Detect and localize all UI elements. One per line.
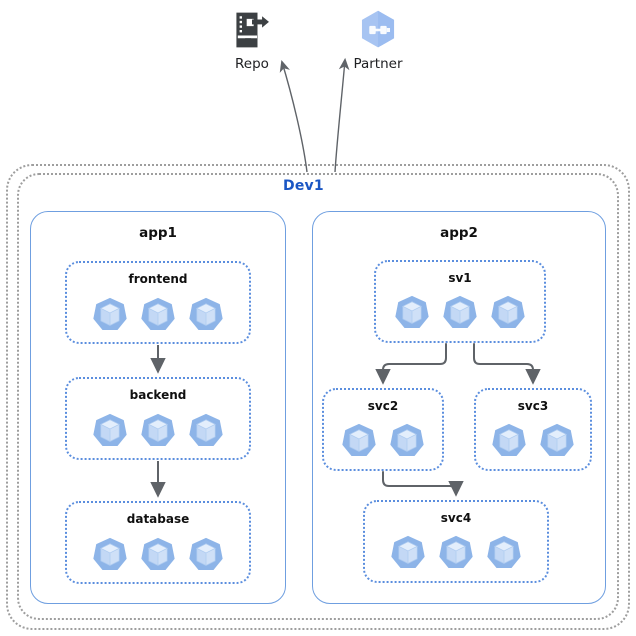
pod-icon[interactable] (489, 421, 529, 461)
service-box-svc2[interactable]: svc2 (322, 388, 444, 471)
pod-icon[interactable] (440, 293, 480, 333)
pod-row-frontend (67, 295, 249, 335)
pod-icon[interactable] (138, 295, 178, 335)
service-title-svc3: svc3 (517, 399, 549, 413)
service-title-sv1: sv1 (448, 271, 472, 285)
app-title-app1: app1 (139, 225, 177, 241)
service-title-svc2: svc2 (367, 399, 399, 413)
pod-row-sv1 (376, 293, 544, 333)
pod-icon[interactable] (392, 293, 432, 333)
service-title-frontend: frontend (128, 272, 188, 286)
pod-row-database (67, 535, 249, 575)
pod-icon[interactable] (90, 535, 130, 575)
pod-icon[interactable] (138, 411, 178, 451)
pod-icon[interactable] (138, 535, 178, 575)
pod-icon[interactable] (436, 533, 476, 573)
pod-icon[interactable] (537, 421, 577, 461)
cluster-dev1-inner-border (17, 173, 619, 620)
service-box-svc4[interactable]: svc4 (363, 500, 549, 583)
service-box-sv1[interactable]: sv1 (374, 260, 546, 343)
pod-icon[interactable] (186, 411, 226, 451)
service-box-svc3[interactable]: svc3 (474, 388, 592, 471)
external-node-repo-label: Repo (235, 56, 269, 72)
app-title-app2: app2 (440, 225, 478, 241)
pod-icon[interactable] (90, 411, 130, 451)
service-title-svc4: svc4 (440, 511, 472, 525)
service-box-database[interactable]: database (65, 501, 251, 584)
cluster-dev1-title: Dev1 (283, 178, 324, 194)
service-box-backend[interactable]: backend (65, 377, 251, 460)
partner-hexagon-icon (361, 10, 395, 48)
external-node-partner[interactable]: Partner (333, 8, 423, 72)
pod-icon[interactable] (186, 535, 226, 575)
pod-icon[interactable] (388, 533, 428, 573)
pod-icon[interactable] (339, 421, 379, 461)
pod-row-svc2 (324, 421, 442, 461)
pod-icon[interactable] (387, 421, 427, 461)
service-title-database: database (126, 512, 190, 526)
external-node-partner-label: Partner (353, 56, 403, 72)
pod-icon[interactable] (90, 295, 130, 335)
external-node-repo[interactable]: Repo (207, 8, 297, 72)
edge-dev1-to-partner (334, 57, 350, 173)
service-box-frontend[interactable]: frontend (65, 261, 251, 344)
pod-icon[interactable] (488, 293, 528, 333)
cluster-dev1-outer-border (6, 164, 630, 630)
repo-export-icon (236, 12, 269, 48)
pod-row-backend (67, 411, 249, 451)
edge-dev1-to-repo (279, 59, 308, 173)
pod-icon[interactable] (484, 533, 524, 573)
service-title-backend: backend (129, 388, 187, 402)
pod-row-svc4 (365, 533, 547, 573)
pod-row-svc3 (476, 421, 590, 461)
pod-icon[interactable] (186, 295, 226, 335)
